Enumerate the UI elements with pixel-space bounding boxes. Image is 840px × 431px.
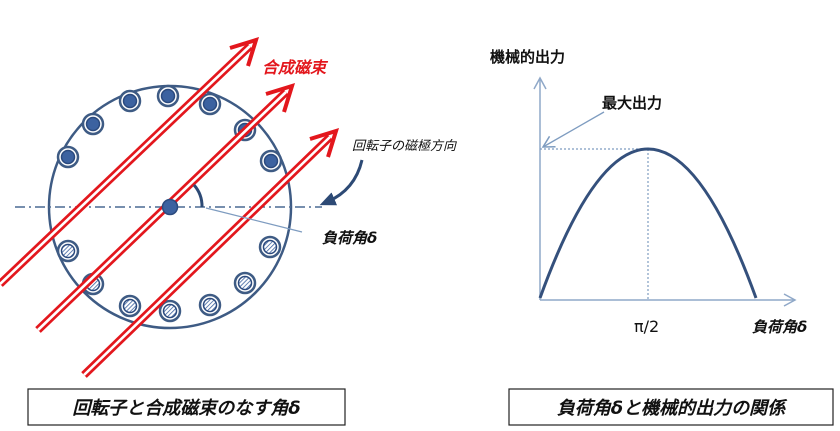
max-output-label: 最大出力	[602, 94, 662, 112]
rotor-conductor-filled	[85, 116, 101, 132]
rotor-conductor-hatched	[237, 275, 253, 291]
rotor-conductor-hatched	[262, 239, 278, 255]
max-output-leader	[541, 111, 605, 148]
rotor-conductor-filled	[202, 96, 218, 112]
rotor-slot-filled-2	[198, 92, 222, 116]
rotor-conductor-filled	[122, 93, 138, 109]
flux-arrow-3	[81, 127, 340, 378]
flux-arrow-1	[0, 36, 260, 287]
peak-tick-label: π/2	[634, 317, 659, 336]
rotor-slot-filled-5	[81, 112, 105, 136]
rotor-slot-filled-6	[56, 145, 80, 169]
rotor-diagram: 合成磁束 回転子の磁極方向 負荷角δ	[0, 36, 457, 378]
left-caption: 回転子と合成磁束のなす角δ	[72, 398, 300, 419]
left-caption-box: 回転子と合成磁束のなす角δ	[27, 388, 346, 426]
load-angle-leader	[205, 207, 303, 233]
rotor-slot-hatched-2	[118, 294, 142, 318]
flux-arrow-2	[35, 82, 296, 333]
rotor-slot-hatched-0	[56, 239, 80, 263]
rotor-slot-filled-4	[259, 149, 283, 173]
rotor-conductor-filled	[60, 149, 76, 165]
rotor-conductor-hatched	[162, 303, 178, 319]
output-curve	[538, 147, 758, 299]
rotor-conductor-hatched	[60, 243, 76, 259]
rotor-pole-direction-label: 回転子の磁極方向	[352, 139, 457, 154]
right-caption-box: 負荷角δと機械的出力の関係	[508, 388, 834, 426]
load-angle-arc	[192, 184, 204, 208]
rotor-slot-hatched-5	[233, 271, 257, 295]
flux-label: 合成磁束	[262, 58, 329, 77]
rotor-conductor-hatched	[202, 297, 218, 313]
output-graph: 機械的出力 最大出力 π/2 負荷角δ	[490, 48, 807, 336]
rotor-conductor-filled	[160, 88, 176, 104]
rotor-slot-filled-1	[156, 84, 180, 108]
x-axis-label: 負荷角δ	[752, 318, 807, 336]
rotor-slot-hatched-4	[198, 293, 222, 317]
y-axis-label: 機械的出力	[490, 48, 565, 66]
rotor-conductor-filled	[263, 153, 279, 169]
rotor-center	[161, 198, 179, 216]
rotor-pole-direction-arrow	[319, 159, 364, 206]
right-caption: 負荷角δと機械的出力の関係	[557, 398, 788, 419]
load-angle-label: 負荷角δ	[322, 229, 377, 247]
rotor-conductor-hatched	[122, 298, 138, 314]
rotor-slots	[56, 84, 283, 323]
rotor-slot-hatched-3	[158, 299, 182, 323]
rotor-slot-hatched-6	[258, 235, 282, 259]
rotor-slot-filled-0	[118, 89, 142, 113]
